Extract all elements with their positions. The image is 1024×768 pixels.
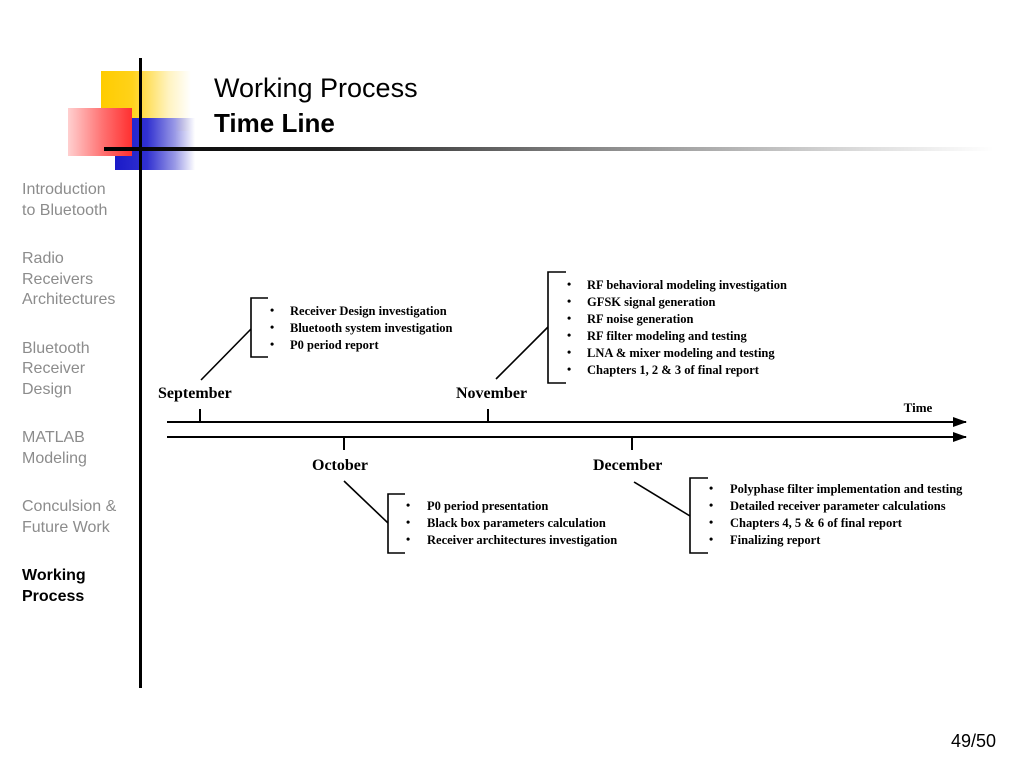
task-bullet: • bbox=[567, 328, 571, 342]
task-item: Bluetooth system investigation bbox=[290, 321, 453, 335]
task-bullet: • bbox=[567, 345, 571, 359]
sidebar-item-matlab-modeling[interactable]: MATLAB Modeling bbox=[22, 429, 87, 467]
task-item: GFSK signal generation bbox=[587, 295, 716, 309]
task-item: RF filter modeling and testing bbox=[587, 329, 747, 343]
task-bullet: • bbox=[567, 277, 571, 291]
page-number: 49/50 bbox=[950, 731, 996, 751]
task-bullet: • bbox=[567, 294, 571, 308]
task-item: Chapters 1, 2 & 3 of final report bbox=[587, 363, 760, 377]
task-item: RF behavioral modeling investigation bbox=[587, 278, 787, 292]
milestone-month: October bbox=[312, 457, 368, 474]
task-bullet: • bbox=[270, 303, 274, 317]
sidebar-item-introduction[interactable]: Introduction to Bluetooth bbox=[22, 181, 108, 219]
task-bullet: • bbox=[406, 532, 410, 546]
milestone-month: December bbox=[593, 457, 662, 474]
task-item: Finalizing report bbox=[730, 533, 821, 547]
task-bullet: • bbox=[406, 498, 410, 512]
sidebar-item-radio-receivers[interactable]: Radio Receivers Architectures bbox=[22, 250, 116, 308]
task-bullet: • bbox=[709, 481, 713, 495]
sidebar-item-bluetooth-receiver[interactable]: Bluetooth Receiver Design bbox=[22, 339, 90, 398]
task-item: Polyphase filter implementation and test… bbox=[730, 482, 963, 496]
time-axis-label: Time bbox=[904, 400, 933, 415]
task-bullet: • bbox=[709, 532, 713, 546]
task-item: Chapters 4, 5 & 6 of final report bbox=[730, 516, 903, 530]
milestone-october: October • P0 period presentation • Black… bbox=[312, 437, 617, 554]
task-bullet: • bbox=[406, 515, 410, 529]
task-item: LNA & mixer modeling and testing bbox=[587, 346, 775, 360]
sidebar-divider bbox=[139, 58, 142, 688]
milestone-november: November • RF behavioral modeling invest… bbox=[456, 271, 787, 422]
task-item: Receiver Design investigation bbox=[290, 304, 447, 318]
task-bullet: • bbox=[567, 362, 571, 376]
sidebar-item-working-process[interactable]: Working Process bbox=[22, 567, 86, 605]
task-item: Detailed receiver parameter calculations bbox=[730, 499, 946, 513]
task-bullet: • bbox=[567, 311, 571, 325]
task-item: P0 period report bbox=[290, 338, 379, 352]
task-bullet: • bbox=[270, 337, 274, 351]
task-item: RF noise generation bbox=[587, 312, 694, 326]
header-divider bbox=[104, 147, 994, 151]
slide-title: Working Process bbox=[214, 73, 418, 103]
task-bullet: • bbox=[709, 498, 713, 512]
milestone-december: December • Polyphase filter implementati… bbox=[593, 437, 963, 554]
task-bullet: • bbox=[709, 515, 713, 529]
milestone-september: September • Receiver Design investigatio… bbox=[158, 297, 453, 422]
sidebar-item-conclusion[interactable]: Conculsion & Future Work bbox=[22, 498, 117, 536]
milestone-month: September bbox=[158, 385, 232, 402]
task-item: P0 period presentation bbox=[427, 499, 548, 513]
milestone-month: November bbox=[456, 385, 527, 402]
sidebar-nav: Introduction to Bluetooth Radio Receiver… bbox=[22, 180, 138, 635]
task-item: Receiver architectures investigation bbox=[427, 533, 617, 547]
slide-subtitle: Time Line bbox=[214, 108, 335, 138]
task-bullet: • bbox=[270, 320, 274, 334]
task-item: Black box parameters calculation bbox=[427, 516, 606, 530]
